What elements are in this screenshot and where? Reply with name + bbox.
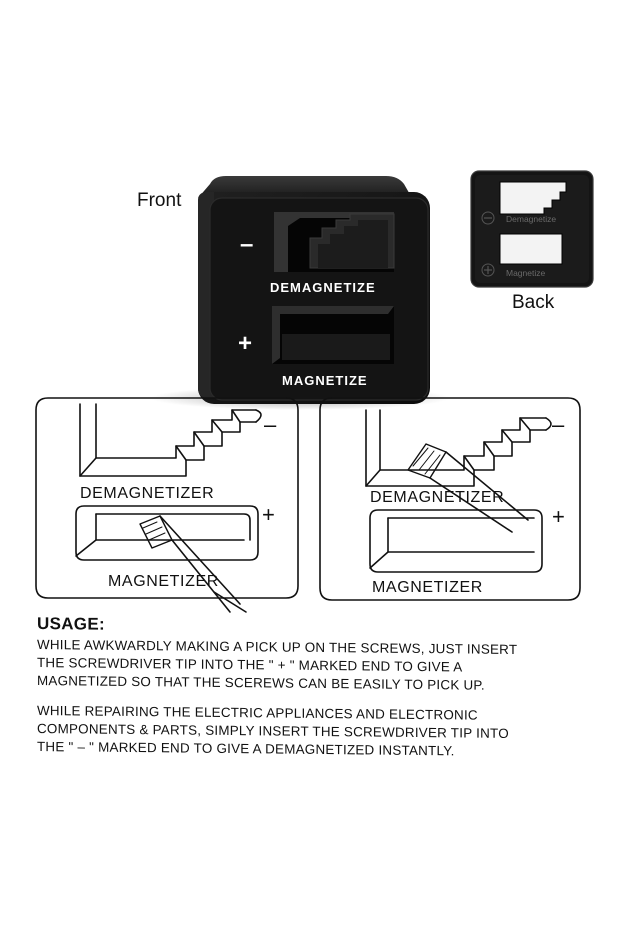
front-label: Front bbox=[137, 190, 182, 211]
front-magnetize-text: MAGNETIZE bbox=[282, 373, 368, 388]
diagram-left bbox=[35, 397, 299, 613]
right-magnetizer-label: MAGNETIZER bbox=[372, 579, 483, 596]
back-product-image: Demagnetize Magnetize bbox=[470, 170, 594, 288]
usage-paragraph-magnetize: WHILE AWKWARDLY MAKING A PICK UP ON THE … bbox=[37, 636, 597, 696]
usage-section: USAGE: WHILE AWKWARDLY MAKING A PICK UP … bbox=[37, 614, 597, 762]
front-demagnetize-text: DEMAGNETIZE bbox=[270, 280, 376, 295]
front-minus-sign: – bbox=[240, 231, 253, 258]
back-label: Back bbox=[512, 292, 555, 313]
left-magnetizer-label: MAGNETIZER bbox=[108, 573, 219, 590]
back-demagnetize-text: Demagnetize bbox=[506, 214, 556, 224]
usage-paragraph-demagnetize: WHILE REPAIRING THE ELECTRIC APPLIANCES … bbox=[37, 702, 597, 762]
left-demagnetizer-label: DEMAGNETIZER bbox=[80, 485, 214, 502]
right-plus-sign: + bbox=[552, 504, 565, 529]
front-plus-sign: + bbox=[238, 330, 252, 357]
diagram-right bbox=[319, 397, 581, 601]
left-minus-sign: – bbox=[264, 412, 277, 437]
left-plus-sign: + bbox=[262, 502, 275, 527]
back-magnetize-text: Magnetize bbox=[506, 268, 545, 278]
right-demagnetizer-label: DEMAGNETIZER bbox=[370, 489, 504, 506]
right-minus-sign: – bbox=[552, 412, 565, 437]
